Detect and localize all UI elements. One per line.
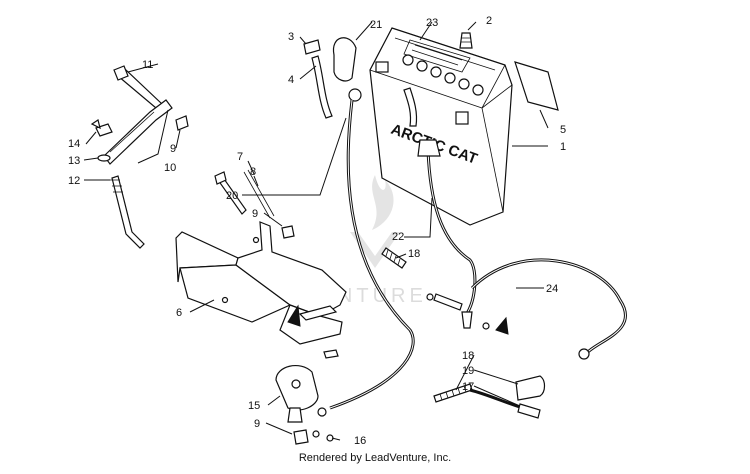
callout-2: 2 bbox=[486, 15, 492, 27]
battery-pad bbox=[514, 61, 559, 111]
callout-15: 15 bbox=[248, 400, 260, 412]
callout-1: 1 bbox=[560, 141, 566, 153]
solenoid bbox=[275, 364, 334, 445]
terminal-boot bbox=[332, 37, 357, 82]
bolt-set bbox=[426, 293, 509, 335]
callout-18a: 18 bbox=[408, 248, 420, 260]
callout-13: 13 bbox=[68, 155, 80, 167]
footer-credit: Rendered by LeadVenture, Inc. bbox=[298, 452, 452, 464]
callout-18b: 18 bbox=[462, 350, 474, 362]
callout-8: 8 bbox=[250, 166, 256, 178]
positive-cable bbox=[417, 139, 477, 329]
leader-lines bbox=[83, 21, 549, 441]
callout-19: 19 bbox=[462, 365, 474, 377]
callout-3: 3 bbox=[288, 31, 294, 43]
hold-down-parts bbox=[90, 65, 189, 249]
callout-22: 22 bbox=[392, 231, 404, 243]
callout-7: 7 bbox=[237, 151, 243, 163]
watermark-flame-icon bbox=[372, 175, 394, 230]
callout-24: 24 bbox=[546, 283, 558, 295]
cable-boot bbox=[381, 247, 407, 269]
callout-9b: 9 bbox=[170, 143, 176, 155]
terminal-screw bbox=[459, 32, 473, 49]
callout-14: 14 bbox=[68, 138, 80, 150]
callout-20: 20 bbox=[226, 190, 238, 202]
callout-5: 5 bbox=[560, 124, 566, 136]
callout-4: 4 bbox=[288, 74, 294, 86]
callout-9c: 9 bbox=[254, 418, 260, 430]
callout-17: 17 bbox=[462, 381, 474, 393]
callout-16: 16 bbox=[354, 435, 366, 447]
callout-10: 10 bbox=[164, 162, 176, 174]
callout-12: 12 bbox=[68, 175, 80, 187]
battery-bracket bbox=[175, 221, 347, 345]
callout-labels: 1 2 3 4 5 6 7 8 9 10 11 12 13 14 9 15 9 … bbox=[68, 15, 566, 447]
callout-6: 6 bbox=[176, 307, 182, 319]
battery: ARCTIC CAT bbox=[369, 27, 513, 226]
callout-23: 23 bbox=[426, 17, 438, 29]
negative-cable bbox=[329, 88, 415, 410]
bracket-hardware bbox=[214, 169, 339, 359]
long-cable bbox=[470, 258, 627, 360]
vent-hose bbox=[303, 39, 333, 119]
short-cable bbox=[433, 375, 546, 419]
callout-9a: 9 bbox=[252, 208, 258, 220]
callout-11: 11 bbox=[142, 59, 153, 71]
callout-21: 21 bbox=[370, 19, 382, 31]
